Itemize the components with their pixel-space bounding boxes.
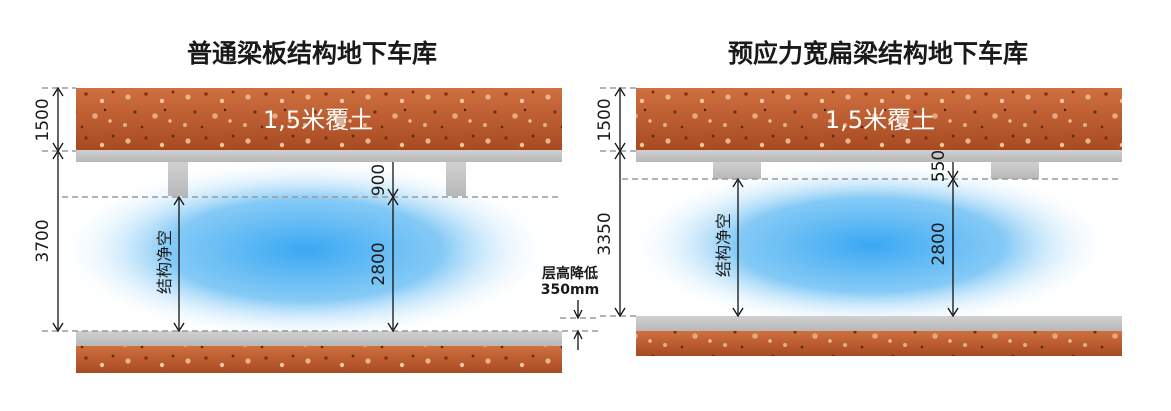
left-clear-space-glow xyxy=(55,158,555,342)
right-soil-layer xyxy=(636,88,1122,150)
right-dim-floor-height-label: 3350 xyxy=(595,212,615,255)
left-section: 1,5米覆土 1500 3700 xyxy=(33,86,600,373)
left-dim-soil-label: 1500 xyxy=(33,98,53,141)
left-dim-soil: 1500 xyxy=(33,86,64,153)
right-dim-soil-label: 1500 xyxy=(595,98,615,141)
left-dim-beam-depth-label: 900 xyxy=(369,164,389,196)
left-floor-slab xyxy=(76,331,562,346)
right-clear-space-label: 结构净空 xyxy=(714,213,733,277)
right-soil-label: 1,5米覆土 xyxy=(825,106,935,134)
right-floor-slab xyxy=(636,316,1122,331)
left-clear-space-label: 结构净空 xyxy=(155,230,174,294)
right-title: 预应力宽扁梁结构地下车库 xyxy=(728,39,1028,68)
left-dim-clear-height-label: 2800 xyxy=(369,242,389,285)
left-beam-1 xyxy=(168,162,188,196)
left-soil-bottom xyxy=(76,346,562,373)
right-flat-beam-1 xyxy=(713,162,761,179)
right-roof-slab xyxy=(636,150,1122,162)
left-title: 普通梁板结构地下车库 xyxy=(187,39,437,68)
left-soil-label: 1,5米覆土 xyxy=(263,106,373,134)
right-dim-clear-height-label: 2800 xyxy=(929,222,949,265)
left-beam-2 xyxy=(446,162,466,196)
right-dim-soil: 1500 xyxy=(595,86,626,153)
right-section: 1,5米覆土 1500 3350 xyxy=(595,86,1122,356)
left-dim-floor-height: 3700 xyxy=(33,149,64,333)
right-clear-space-glow xyxy=(625,160,1115,330)
right-dim-clear-height: 2800 xyxy=(929,177,959,318)
left-dim-floor-height-label: 3700 xyxy=(33,219,53,262)
right-dim-clear-space: 结构净空 xyxy=(714,177,744,318)
left-dim-clear-space: 结构净空 xyxy=(155,195,185,333)
reduction-arrows xyxy=(573,300,583,350)
reduction-note-line1: 层高降低 xyxy=(542,265,598,282)
right-dim-floor-height: 3350 xyxy=(595,149,626,318)
right-flat-beam-2 xyxy=(991,162,1039,179)
left-dim-clear-height: 2800 xyxy=(369,195,399,333)
left-roof-slab xyxy=(76,150,562,162)
right-dim-beam-depth-label: 550 xyxy=(929,150,949,182)
reduction-note-line2: 350mm xyxy=(541,282,599,298)
right-soil-bottom xyxy=(636,331,1122,356)
left-soil-layer xyxy=(76,88,562,150)
left-dim-beam-depth: 900 xyxy=(369,162,399,199)
